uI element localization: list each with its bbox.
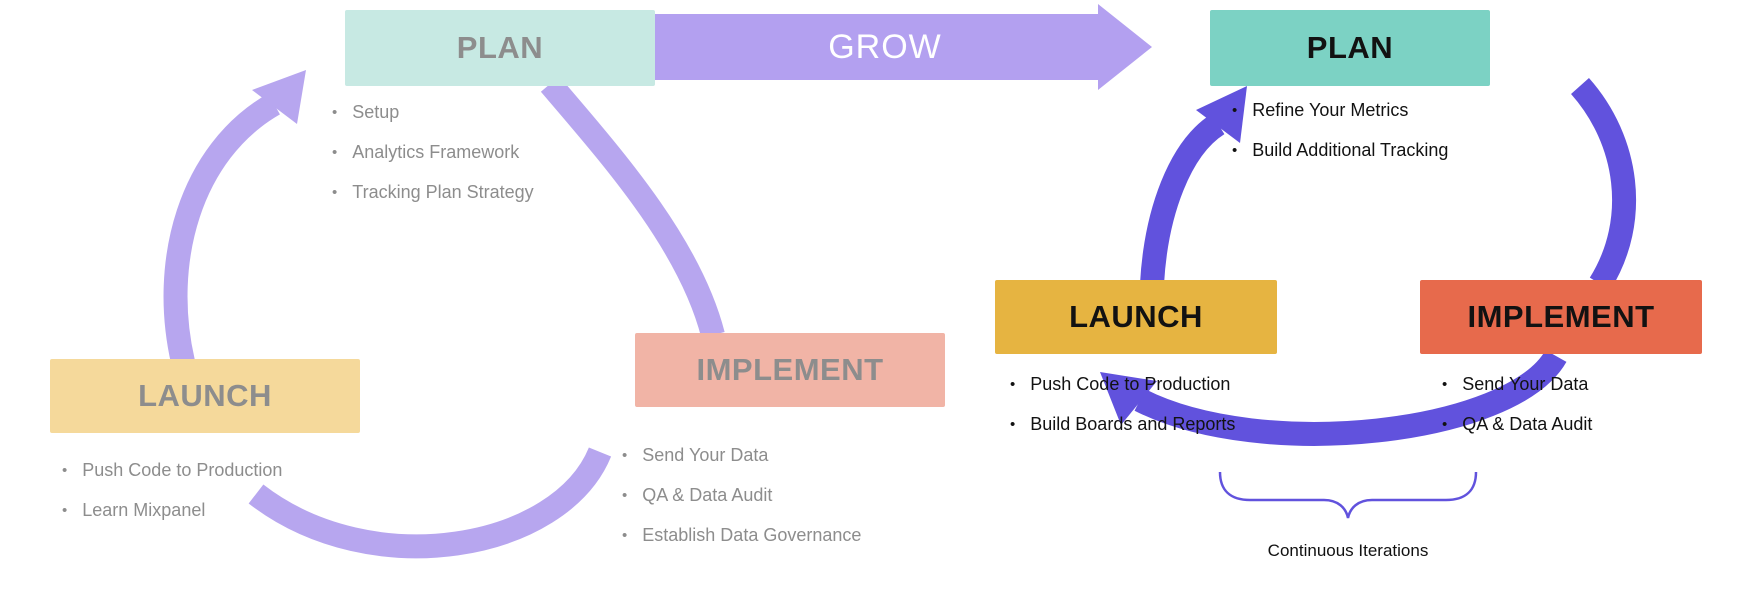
continuous-iterations-caption: Continuous Iterations <box>1267 541 1429 560</box>
bullet-text: Tracking Plan Strategy <box>352 182 534 202</box>
left-arrowhead-to-plan-icon <box>252 70 306 124</box>
list-item: Analytics Framework <box>332 142 534 163</box>
left-implement-bullets: Send Your Data QA & Data Audit Establish… <box>622 445 861 565</box>
right-plan-title: PLAN <box>1306 30 1394 65</box>
right-arc-launch-to-plan <box>1140 113 1225 285</box>
left-arc-implement-to-launch <box>248 446 612 559</box>
right-launch-box: LAUNCH <box>995 280 1277 354</box>
bullet-text: QA & Data Audit <box>1462 414 1593 434</box>
list-item: Setup <box>332 102 534 123</box>
bullet-text: Analytics Framework <box>352 142 520 162</box>
list-item: Build Boards and Reports <box>1010 414 1235 435</box>
left-launch-box: LAUNCH <box>50 359 360 433</box>
left-implement-box: IMPLEMENT <box>635 333 945 407</box>
continuous-iterations-brace-icon <box>1218 471 1478 519</box>
left-implement-title: IMPLEMENT <box>696 352 884 387</box>
left-arc-launch-to-plan <box>163 93 281 365</box>
bullet-text: Send Your Data <box>642 445 769 465</box>
left-launch-bullets: Push Code to Production Learn Mixpanel <box>62 460 282 540</box>
left-plan-box: PLAN <box>345 10 655 86</box>
bullet-text: Establish Data Governance <box>642 525 862 545</box>
left-plan-title: PLAN <box>456 30 544 65</box>
list-item: Tracking Plan Strategy <box>332 182 534 203</box>
bullet-text: Push Code to Production <box>82 460 283 480</box>
bullet-text: Build Additional Tracking <box>1252 140 1449 160</box>
list-item: Send Your Data <box>622 445 861 466</box>
list-item: Refine Your Metrics <box>1232 100 1448 121</box>
bullet-text: Refine Your Metrics <box>1252 100 1409 120</box>
list-item: Push Code to Production <box>1010 374 1235 395</box>
grow-arrow-shape <box>655 4 1152 90</box>
bullet-text: Send Your Data <box>1462 374 1589 394</box>
list-item: Send Your Data <box>1442 374 1592 395</box>
list-item: Learn Mixpanel <box>62 500 282 521</box>
list-item: QA & Data Audit <box>1442 414 1592 435</box>
bullet-text: Build Boards and Reports <box>1030 414 1236 434</box>
right-launch-bullets: Push Code to Production Build Boards and… <box>1010 374 1235 454</box>
grow-arrow-label: GROW <box>828 27 942 66</box>
left-launch-title: LAUNCH <box>138 378 272 413</box>
list-item: Establish Data Governance <box>622 525 861 546</box>
left-plan-bullets: Setup Analytics Framework Tracking Plan … <box>332 102 534 222</box>
left-arc-plan-to-implement <box>540 76 725 339</box>
bullet-text: Push Code to Production <box>1030 374 1231 394</box>
bullet-text: Learn Mixpanel <box>82 500 206 520</box>
list-item: QA & Data Audit <box>622 485 861 506</box>
right-implement-box: IMPLEMENT <box>1420 280 1702 354</box>
bullet-text: QA & Data Audit <box>642 485 773 505</box>
list-item: Push Code to Production <box>62 460 282 481</box>
list-item: Build Additional Tracking <box>1232 140 1448 161</box>
bullet-text: Setup <box>352 102 400 122</box>
right-implement-bullets: Send Your Data QA & Data Audit <box>1442 374 1592 454</box>
right-launch-title: LAUNCH <box>1069 299 1203 334</box>
right-plan-box: PLAN <box>1210 10 1490 86</box>
right-implement-title: IMPLEMENT <box>1467 299 1655 334</box>
right-plan-bullets: Refine Your Metrics Build Additional Tra… <box>1232 100 1448 180</box>
right-arc-plan-to-implement <box>1570 78 1636 291</box>
